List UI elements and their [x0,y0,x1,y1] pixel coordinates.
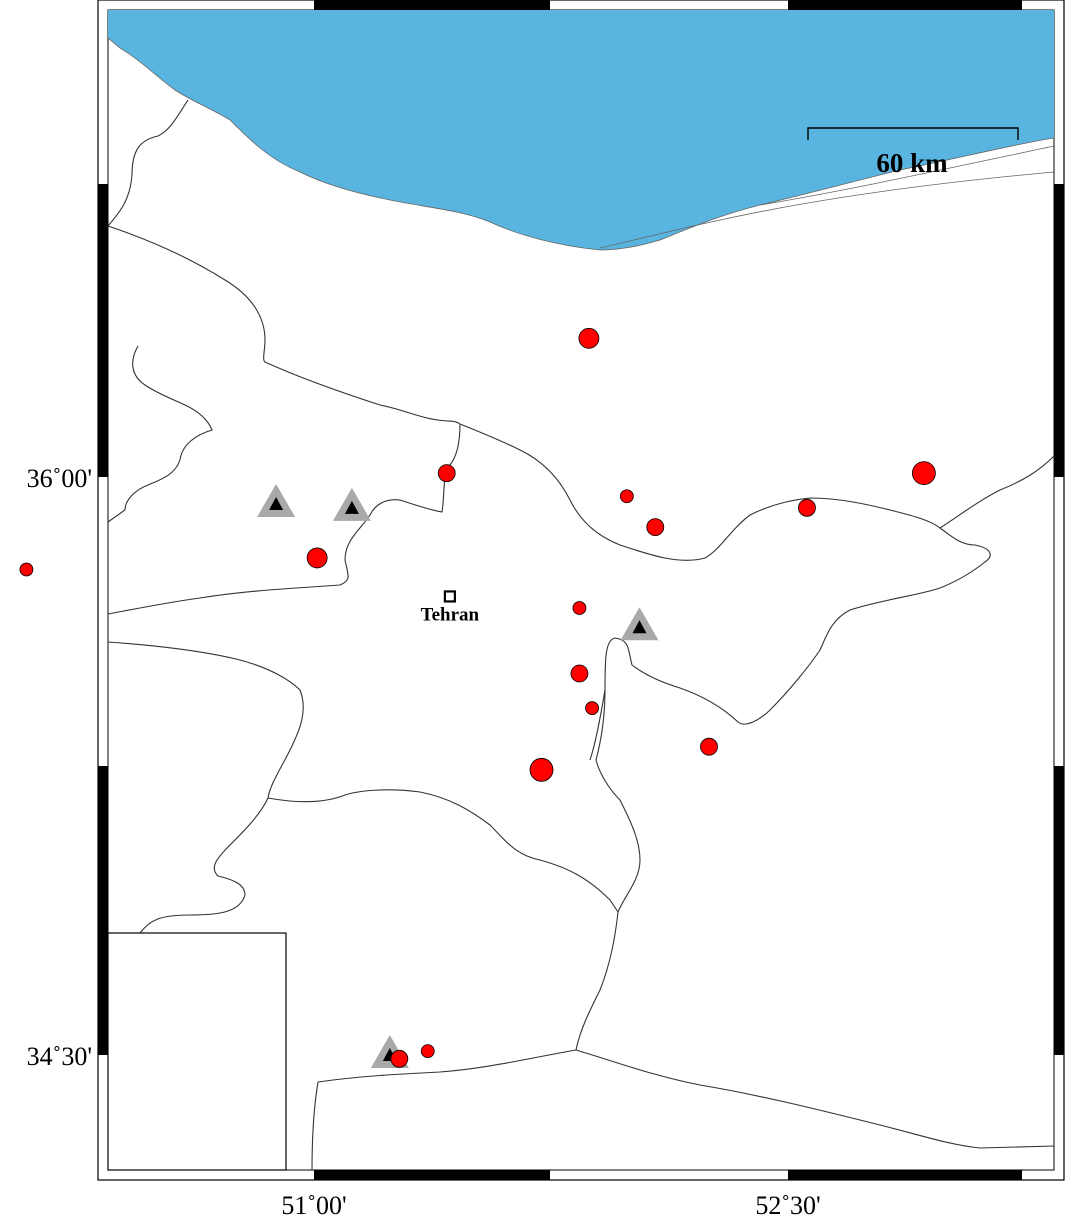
frame-band-left-0 [98,184,108,477]
frame-band-bottom-1 [788,1170,1022,1180]
y-tick-label-36-00: 36˚00' [27,464,92,493]
station-triangle-inner [344,500,359,514]
coastline [107,37,1055,251]
scale-bar: 60 km [807,127,1019,178]
earthquake-event-marker[interactable] [911,461,936,486]
station-marker[interactable] [257,483,296,517]
caspian-sea [108,10,1054,250]
x-tick-label-51-00: 51˚00' [281,1191,346,1218]
station-triangle-inner [269,496,284,510]
frame-band-right-0 [1054,184,1064,477]
city-marker [443,590,456,603]
frame-band-bottom-0 [314,1170,550,1180]
earthquake-event-marker[interactable] [578,327,600,349]
frame-band-top-1 [788,0,1022,10]
earthquake-event-marker[interactable] [390,1049,409,1068]
coastline-offshore-line-2 [759,145,1055,206]
earthquake-event-marker[interactable] [420,1044,435,1058]
coastline-offshore-line [599,171,1055,249]
station-triangle-inner [632,620,647,634]
earthquake-event-marker[interactable] [646,518,665,536]
y-tick-label-34-30: 34˚30' [27,1042,92,1071]
earthquake-event-marker[interactable] [306,547,328,569]
earthquake-event-marker[interactable] [529,757,554,782]
frame-tick-bands [98,0,1064,1180]
station-marker[interactable] [620,607,659,641]
city-tehran[interactable]: Tehran [421,590,480,625]
scale-bar-label: 60 km [876,148,948,178]
frame-band-left-1 [98,766,108,1055]
earthquake-event-marker[interactable] [572,601,587,615]
frame-band-right-1 [1054,766,1064,1055]
station-marker[interactable] [332,487,371,521]
earthquake-event-marker[interactable] [798,498,816,517]
inset-map-box [107,932,287,1171]
city-label: Tehran [421,604,480,625]
earthquake-event-marker[interactable] [619,489,634,504]
earthquake-events [19,327,936,1068]
earthquake-event-marker[interactable] [19,562,34,577]
earthquake-event-marker[interactable] [437,464,456,483]
frame-band-top-0 [314,0,550,10]
earthquake-event-marker[interactable] [585,701,599,716]
x-tick-label-52-30: 52˚30' [755,1191,820,1218]
earthquake-event-marker[interactable] [570,664,589,683]
province-borders [107,99,1055,1171]
earthquake-event-marker[interactable] [700,737,718,756]
